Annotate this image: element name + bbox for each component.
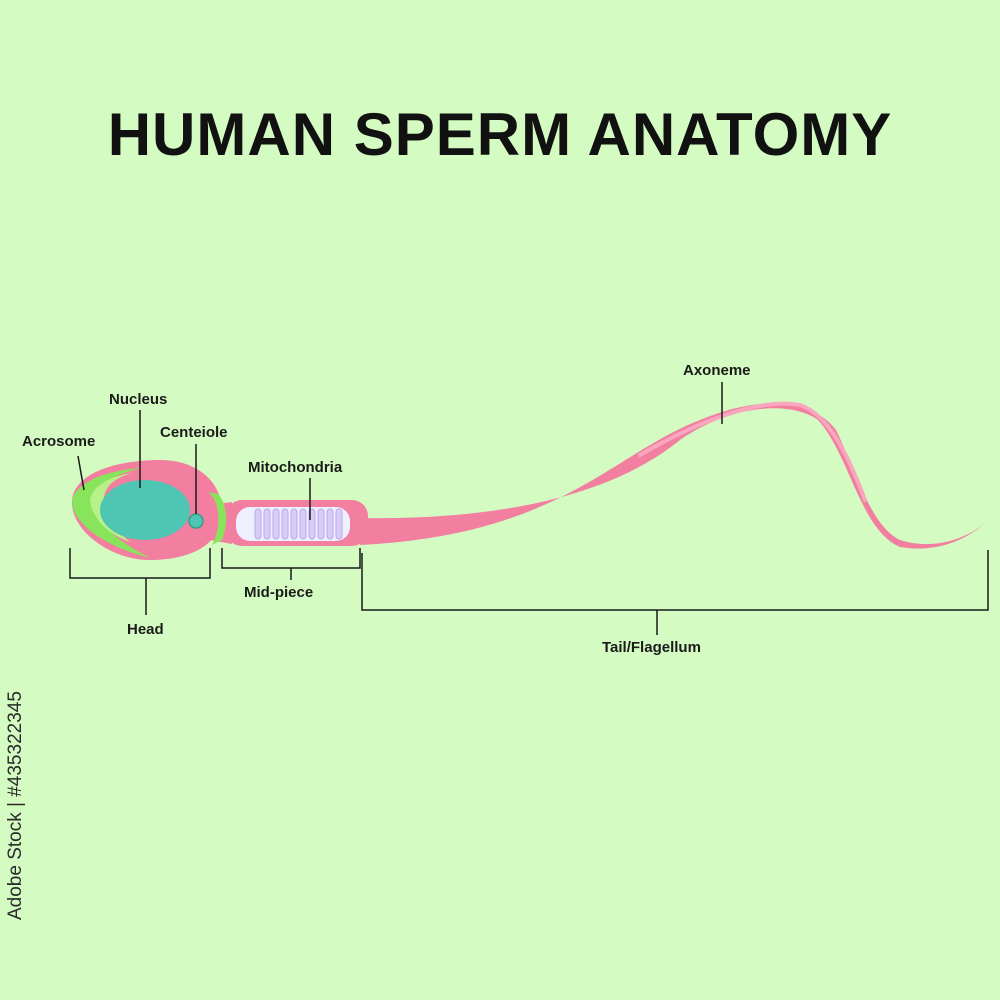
midpiece-bracket bbox=[221, 548, 361, 580]
acrosome-shape bbox=[72, 468, 150, 558]
stock-id-watermark: Adobe Stock | #435322345 bbox=[5, 691, 26, 920]
head-bracket bbox=[69, 548, 211, 615]
nucleus-shape bbox=[100, 480, 190, 540]
centriole-label: Centeiole bbox=[160, 424, 228, 441]
midpiece-label: Mid-piece bbox=[244, 584, 314, 601]
leader-lines bbox=[77, 382, 723, 520]
acrosome-inner-shape bbox=[90, 473, 132, 542]
nucleus-label: Nucleus bbox=[109, 391, 168, 408]
collar-shape bbox=[208, 492, 227, 545]
tail-flagellum-shape bbox=[360, 403, 985, 549]
axoneme-highlight bbox=[638, 401, 867, 502]
head-label: Head bbox=[127, 621, 164, 638]
mitochondria-icon bbox=[254, 508, 343, 540]
acrosome-label: Acrosome bbox=[22, 433, 96, 450]
axoneme-label: Axoneme bbox=[683, 362, 751, 379]
page-title: HUMAN SPERM ANATOMY bbox=[107, 101, 893, 168]
mitochondria-label: Mitochondria bbox=[248, 459, 343, 476]
tail-label: Tail/Flagellum bbox=[602, 639, 701, 656]
tail-bracket bbox=[361, 550, 989, 635]
centriole-shape bbox=[188, 513, 204, 529]
